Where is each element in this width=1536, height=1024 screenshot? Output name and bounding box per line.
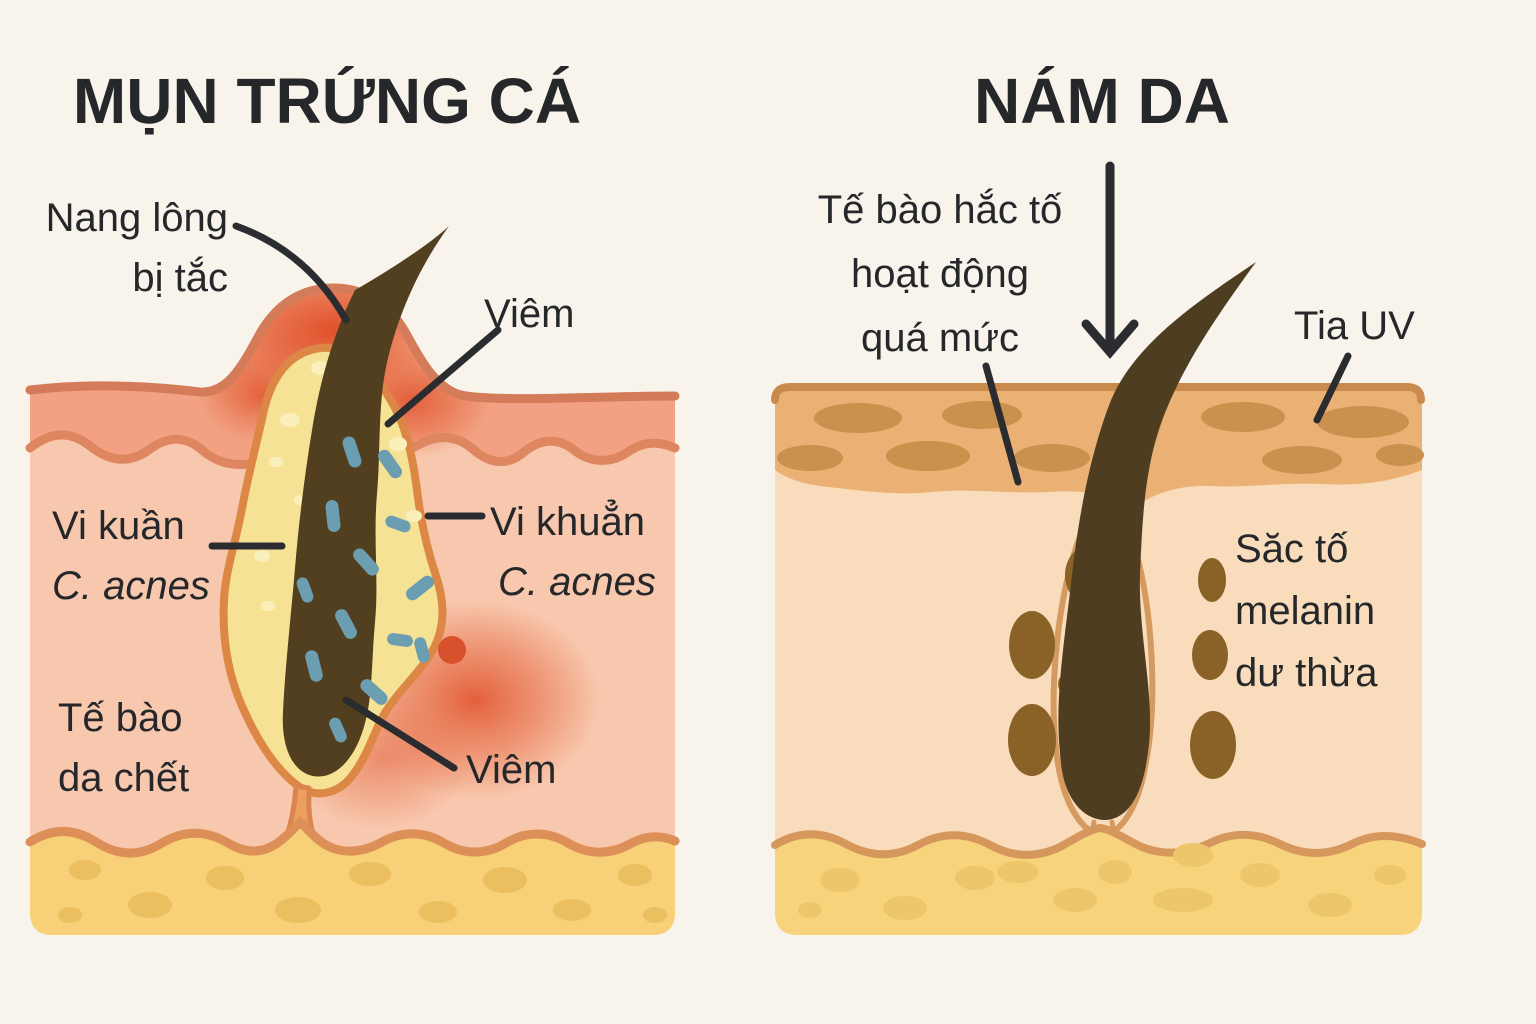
label-bacteria-left-species: C. acnes xyxy=(52,564,210,608)
label-melanin: Săc tố melanin dư thừa xyxy=(1235,527,1378,695)
label-melanocytes: Tế bào hắc tố hoạt động quá mức xyxy=(817,188,1063,360)
label-inflammation-bottom: Viêm xyxy=(466,748,557,792)
acne-fat-blobs xyxy=(58,860,667,923)
label-bacteria-right-name: Vi khuẳn xyxy=(490,500,645,544)
label-bacteria-right-species: C. acnes xyxy=(498,560,656,604)
inflammation-top-connector xyxy=(384,326,502,428)
bacteria-rods xyxy=(296,436,434,743)
hair-shaft-and-bulb xyxy=(1058,262,1256,820)
label-clogged-follicle: Nang lông bị tắc xyxy=(45,196,228,300)
acne-skin-surface-line xyxy=(25,283,680,404)
uv-connector xyxy=(1313,352,1352,424)
melasma-skin-cross-section xyxy=(771,262,1426,935)
label-dead-skin: Tế bào da chết xyxy=(58,696,190,800)
hair-and-keratin-plug xyxy=(282,226,449,777)
melasma-skin-surface-line xyxy=(771,383,1425,404)
melasma-fat-layer xyxy=(775,828,1422,935)
clogged-follicle-connector xyxy=(232,222,350,324)
label-inflammation-top: Viêm xyxy=(484,292,575,336)
label-uv: Tia UV xyxy=(1294,304,1415,348)
down-arrow-icon xyxy=(1081,161,1139,359)
melanocyte-connector xyxy=(982,362,1022,486)
melasma-fat-boundary-line xyxy=(771,823,1426,859)
melasma-fat-blobs xyxy=(798,843,1406,920)
inflamed-spot xyxy=(438,636,466,664)
acne-title: MỤN TRỨNG CÁ xyxy=(72,65,582,137)
melasma-title: NÁM DA xyxy=(974,65,1230,137)
label-bacteria-left-name: Vi kuần xyxy=(52,504,185,548)
acne-fat-boundary-line xyxy=(25,815,680,858)
inflammation-bottom-connector xyxy=(342,696,458,772)
acne-skin-cross-section xyxy=(25,226,680,935)
sebum-dots xyxy=(254,361,422,611)
